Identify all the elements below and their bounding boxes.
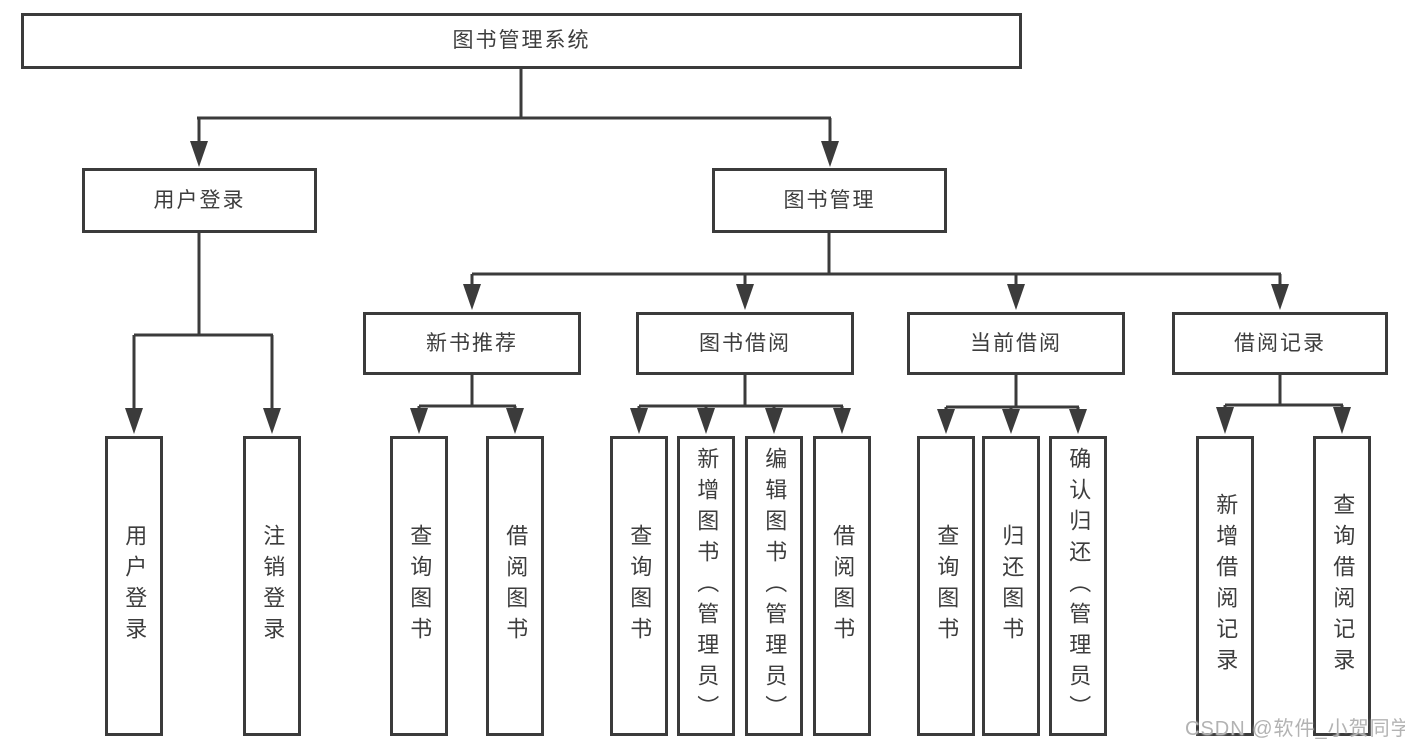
node-current-borrow: 当前借阅: [907, 312, 1125, 375]
node-add-borrow-record-label: 新增借阅记录: [1213, 493, 1239, 679]
node-user-login-leaf-label: 用户登录: [122, 524, 148, 648]
node-return-books: 归还图书: [982, 436, 1040, 736]
node-query-books-borrow: 查询图书: [610, 436, 668, 736]
arrowhead: [1333, 407, 1351, 434]
node-add-borrow-record: 新增借阅记录: [1196, 436, 1254, 736]
arrowhead: [1216, 407, 1234, 434]
node-query-books-current: 查询图书: [917, 436, 975, 736]
node-root: 图书管理系统: [21, 13, 1022, 69]
node-book-management: 图书管理: [712, 168, 947, 233]
arrowhead: [697, 408, 715, 434]
node-borrow-books-recommend-label: 借阅图书: [503, 524, 529, 648]
arrowhead: [190, 141, 208, 167]
node-query-books-current-label: 查询图书: [934, 524, 960, 648]
node-new-book-recommend: 新书推荐: [363, 312, 581, 375]
arrowhead: [821, 141, 839, 167]
node-add-books-admin-label: 新增图书（管理员）: [694, 446, 720, 726]
node-borrow-books-recommend: 借阅图书: [486, 436, 544, 736]
node-logout-leaf: 注销登录: [243, 436, 301, 736]
arrowhead: [937, 409, 955, 434]
node-borrow-books-label: 借阅图书: [830, 524, 856, 648]
node-query-borrow-record-label: 查询借阅记录: [1330, 493, 1356, 679]
node-book-borrow: 图书借阅: [636, 312, 854, 375]
arrowhead: [410, 408, 428, 434]
arrowhead: [1271, 284, 1289, 310]
arrowhead: [263, 408, 281, 434]
node-confirm-return-admin-label: 确认归还（管理员）: [1066, 446, 1092, 726]
node-book-management-label: 图书管理: [783, 188, 876, 212]
node-query-books-recommend-label: 查询图书: [407, 524, 433, 648]
node-query-books-borrow-label: 查询图书: [627, 524, 653, 648]
node-root-label: 图书管理系统: [452, 29, 591, 53]
arrowhead: [765, 408, 783, 434]
node-user-login-leaf: 用户登录: [105, 436, 163, 736]
node-edit-books-admin: 编辑图书（管理员）: [745, 436, 803, 736]
node-borrow-records: 借阅记录: [1172, 312, 1388, 375]
node-borrow-books: 借阅图书: [813, 436, 871, 736]
arrowhead: [463, 284, 481, 310]
arrowhead: [1007, 284, 1025, 310]
arrowhead: [736, 284, 754, 310]
node-query-borrow-record: 查询借阅记录: [1313, 436, 1371, 736]
node-query-books-recommend: 查询图书: [390, 436, 448, 736]
watermark: CSDN @软件_小贺同学: [1185, 718, 1405, 740]
arrowhead: [1069, 409, 1087, 434]
node-user-login: 用户登录: [82, 168, 317, 233]
node-user-login-label: 用户登录: [153, 188, 246, 212]
arrowhead: [833, 408, 851, 434]
node-borrow-records-label: 借阅记录: [1234, 331, 1326, 355]
arrowhead: [125, 408, 143, 434]
arrowhead: [1002, 409, 1020, 434]
node-edit-books-admin-label: 编辑图书（管理员）: [762, 446, 788, 726]
arrowhead: [506, 408, 524, 434]
node-return-books-label: 归还图书: [999, 524, 1025, 648]
node-book-borrow-label: 图书借阅: [699, 331, 791, 355]
arrowhead: [630, 408, 648, 434]
node-current-borrow-label: 当前借阅: [970, 331, 1062, 355]
arrowheads: [125, 141, 1351, 434]
node-confirm-return-admin: 确认归还（管理员）: [1049, 436, 1107, 736]
node-logout-leaf-label: 注销登录: [260, 524, 286, 648]
node-add-books-admin: 新增图书（管理员）: [677, 436, 735, 736]
node-new-book-recommend-label: 新书推荐: [426, 331, 518, 355]
